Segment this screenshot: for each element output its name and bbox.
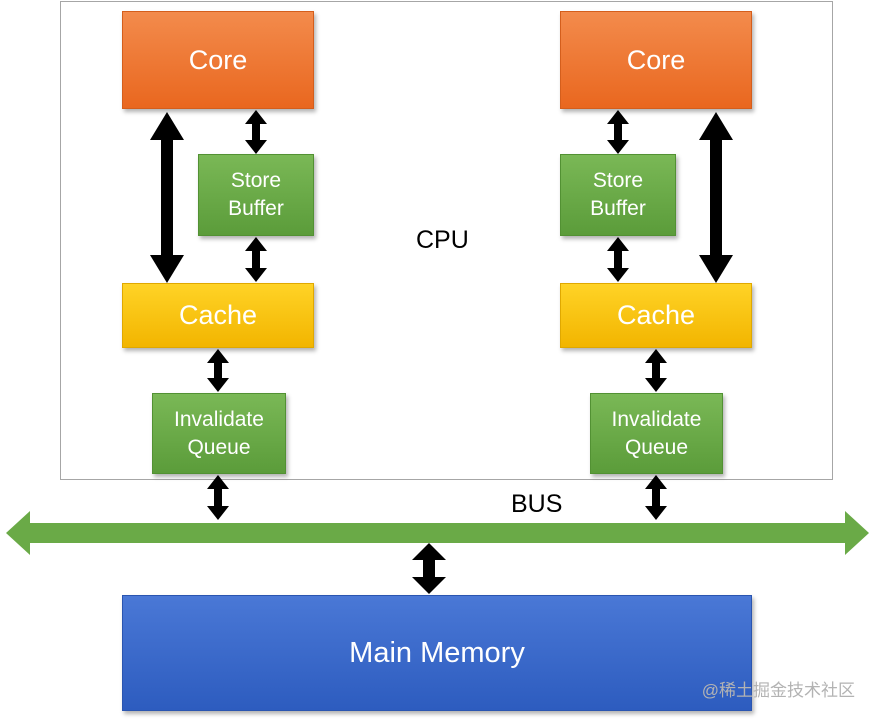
right-core-box: Core	[560, 11, 752, 109]
left-core-box: Core	[122, 11, 314, 109]
left-invalidate-queue-box: Invalidate Queue	[152, 393, 286, 474]
main-memory-label: Main Memory	[349, 636, 525, 669]
right-cache-label: Cache	[616, 300, 696, 330]
right-store-buffer-line1: Store	[592, 169, 644, 192]
left-storebuffer-cache-arrow	[245, 237, 267, 282]
main-memory-box: Main Memory	[122, 595, 752, 711]
cpu-boundary	[60, 1, 833, 480]
left-invalidate-queue-line1: Invalidate	[174, 407, 264, 431]
left-cache-queue-arrow	[207, 349, 229, 392]
right-store-buffer-line2: Buffer	[590, 197, 646, 220]
right-invalidate-queue-line2: Queue	[624, 435, 689, 459]
left-store-buffer-line2: Buffer	[228, 197, 284, 220]
left-cache-box: Cache	[122, 283, 314, 348]
left-store-buffer-line1: Store	[230, 169, 282, 192]
left-cache-label: Cache	[178, 300, 258, 330]
right-store-buffer-box: Store Buffer	[560, 154, 676, 236]
right-storebuffer-cache-arrow	[607, 237, 629, 282]
cpu-label: CPU	[416, 226, 469, 254]
left-queue-bus-arrow	[207, 475, 229, 520]
bus-arrow	[6, 511, 869, 555]
right-invalidate-queue-box: Invalidate Queue	[590, 393, 723, 474]
right-core-cache-arrow	[699, 112, 733, 283]
bus-label: BUS	[511, 490, 563, 518]
right-invalidate-queue-line1: Invalidate	[611, 407, 702, 431]
left-core-label: Core	[188, 44, 248, 75]
left-invalidate-queue-line2: Queue	[187, 435, 251, 459]
right-queue-bus-arrow	[645, 475, 667, 520]
right-core-label: Core	[626, 44, 686, 75]
left-core-storebuffer-arrow	[245, 110, 267, 154]
right-core-storebuffer-arrow	[607, 110, 629, 154]
right-cache-box: Cache	[560, 283, 752, 348]
watermark: @稀土掘金技术社区	[701, 681, 855, 700]
bus-memory-arrow	[412, 543, 446, 594]
left-core-cache-arrow	[150, 112, 184, 283]
right-cache-queue-arrow	[645, 349, 667, 392]
left-store-buffer-box: Store Buffer	[198, 154, 314, 236]
